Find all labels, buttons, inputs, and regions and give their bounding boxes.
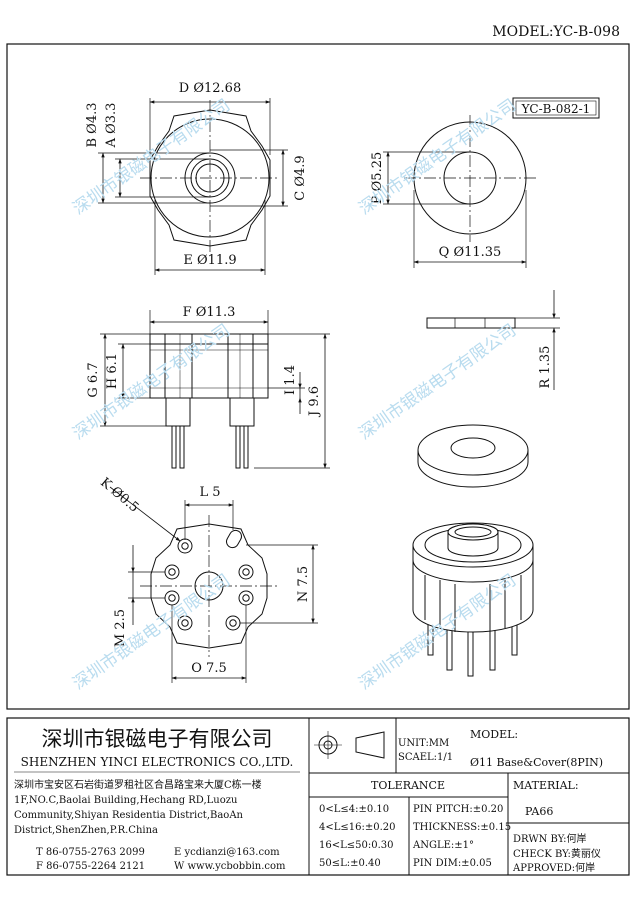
dim-m: M 2.5 bbox=[113, 609, 128, 647]
base-isometric bbox=[412, 522, 534, 677]
website: W www.ycbobbin.com bbox=[174, 861, 286, 872]
dim-g: G 6.7 bbox=[86, 362, 101, 397]
scale: SCAEL:1/1 bbox=[398, 752, 453, 763]
dim-h: H 6.1 bbox=[105, 353, 120, 389]
approved-by: APPROVED:何岸 bbox=[512, 861, 595, 874]
base-top-view bbox=[98, 98, 288, 275]
dim-b: B Ø4.3 bbox=[85, 102, 100, 147]
unit: UNIT:MM bbox=[398, 738, 449, 749]
dim-l: L 5 bbox=[199, 485, 220, 500]
address-line-1: 深圳市宝安区石岩街道罗租社区合昌路宝来大厦C栋一楼 bbox=[14, 778, 262, 791]
address-line-4: District,ShenZhen,P.R.China bbox=[14, 825, 158, 836]
dim-p: P Ø5.25 bbox=[370, 152, 385, 204]
company-name-cn: 深圳市银磁电子有限公司 bbox=[42, 727, 273, 751]
dim-a: A Ø3.3 bbox=[104, 103, 119, 149]
ref-code: YC-B-082-1 bbox=[521, 102, 591, 116]
ref-code-box bbox=[512, 97, 600, 119]
check-by: CHECK BY:黄丽仪 bbox=[513, 847, 601, 860]
tel: T 86-0755-2763 2099 bbox=[36, 847, 145, 858]
company-name-en: SHENZHEN YINCI ELECTRONICS CO.,LTD. bbox=[21, 755, 294, 769]
dim-q: Q Ø11.35 bbox=[439, 245, 502, 260]
dim-f: F Ø11.3 bbox=[183, 305, 236, 320]
dim-d: D Ø12.68 bbox=[179, 81, 241, 96]
email: E ycdianzi@163.com bbox=[174, 847, 280, 858]
tolerance-right-1: PIN PITCH:±0.20 bbox=[413, 804, 503, 815]
tolerance-left-1: 0<L≤4:±0.10 bbox=[319, 804, 389, 815]
dim-e: E Ø11.9 bbox=[183, 253, 236, 268]
dim-k: K Ø0.5 bbox=[97, 475, 141, 516]
dim-r: R 1.35 bbox=[538, 346, 553, 389]
title-block-frame bbox=[6, 717, 630, 876]
cover-isometric bbox=[417, 424, 529, 488]
address-line-3: Community,Shiyan Residentia District,Bao… bbox=[14, 810, 244, 821]
cover-side-view bbox=[426, 290, 560, 390]
model-value: Ø11 Base&Cover(8PIN) bbox=[470, 756, 603, 769]
base-bottom-view bbox=[109, 486, 318, 683]
drawing-border bbox=[6, 43, 630, 710]
cover-top-view bbox=[383, 115, 536, 268]
dim-n: N 7.5 bbox=[296, 566, 311, 602]
watermark-4: 深圳市银磁电子有限公司 bbox=[355, 320, 520, 444]
base-side-view bbox=[100, 310, 330, 469]
tolerance-left-4: 50≤L:±0.40 bbox=[319, 858, 381, 869]
model-header: MODEL:YC-B-098 bbox=[492, 24, 620, 40]
tolerance-right-4: PIN DIM:±0.05 bbox=[413, 858, 492, 869]
model-label: MODEL: bbox=[470, 728, 518, 741]
material-value: PA66 bbox=[525, 805, 553, 818]
fax: F 86-0755-2264 2121 bbox=[36, 861, 145, 872]
dim-i: I 1.4 bbox=[283, 365, 298, 395]
dim-c: C Ø4.9 bbox=[293, 155, 308, 200]
tolerance-right-3: ANGLE:±1° bbox=[412, 840, 474, 851]
tolerance-left-3: 16<L≤50:0.30 bbox=[319, 840, 393, 851]
projection-symbol bbox=[314, 731, 385, 759]
tolerance-label: TOLERANCE bbox=[371, 779, 445, 792]
drawn-by: DRWN BY:何岸 bbox=[513, 832, 586, 845]
address-line-2: 1F,NO.C,Baolai Building,Hechang RD,Luozu bbox=[14, 795, 238, 806]
tolerance-right-2: THICKNESS:±0.15 bbox=[413, 822, 511, 833]
tolerance-left-2: 4<L≤16:±0.20 bbox=[319, 822, 396, 833]
dim-o: O 7.5 bbox=[191, 661, 226, 676]
material-label: MATERIAL: bbox=[513, 779, 579, 792]
dim-j: J 9.6 bbox=[307, 386, 322, 418]
